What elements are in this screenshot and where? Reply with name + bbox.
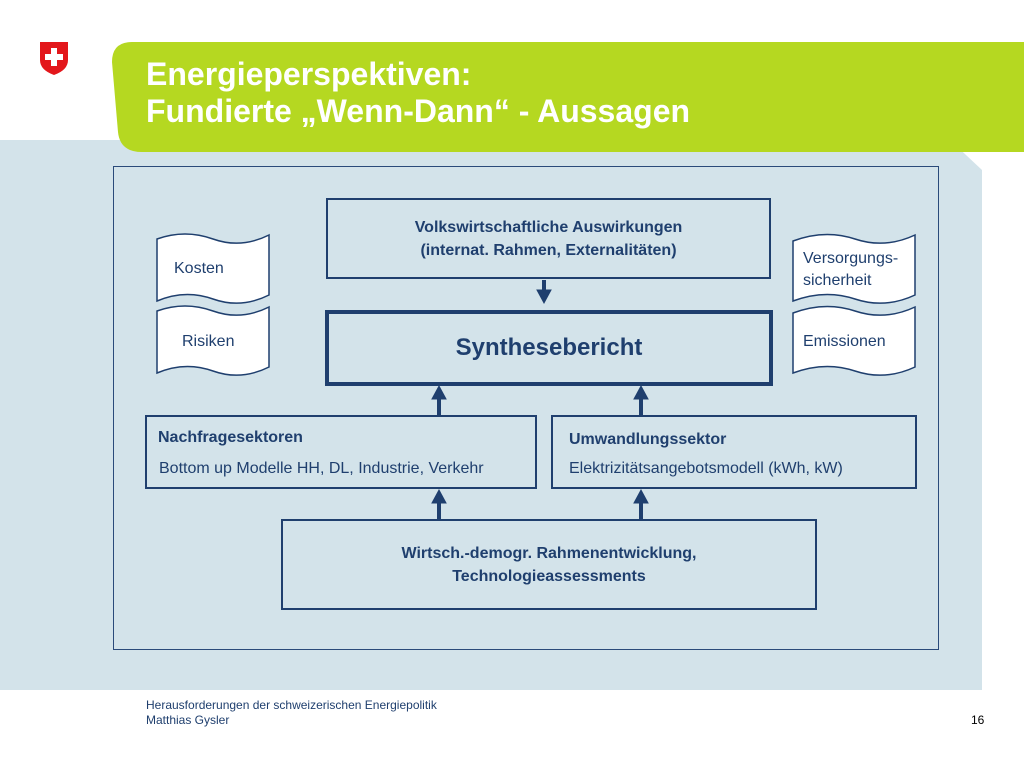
right-document-shapes	[792, 233, 916, 376]
risiken-label: Risiken	[182, 333, 235, 350]
emissionen-document-icon	[792, 305, 916, 376]
left-document-shapes	[156, 233, 270, 376]
versorgung-document-icon	[792, 233, 916, 304]
versorgung-label-line-1: Versorgungs-	[803, 250, 899, 267]
rahmen-line-2: Technologieassessments	[452, 567, 646, 585]
arrow-rahmen-to-umwandlung	[633, 488, 649, 519]
rahmen-box: Wirtsch.-demogr. Rahmenentwicklung, Tech…	[281, 519, 817, 610]
arrow-rahmen-to-nachfrage	[431, 488, 447, 519]
title-line-2: Fundierte „Wenn-Dann“ - Aussagen	[146, 93, 691, 129]
emissionen-label: Emissionen	[803, 333, 886, 350]
nachfrage-box: Nachfragesektoren Bottom up Modelle HH, …	[145, 415, 537, 489]
umwandlung-heading: Umwandlungssektor	[569, 431, 727, 448]
volkswirtschaft-box: Volkswirtschaftliche Auswirkungen (inter…	[326, 198, 771, 279]
arrow-nachfrage-to-synthese	[431, 384, 447, 415]
swiss-flag-logo	[38, 40, 70, 76]
kosten-document-icon	[156, 233, 270, 304]
synthesebericht-label: Synthesebericht	[455, 334, 643, 361]
footer-line-2: Matthias Gysler	[146, 713, 230, 727]
umwandlung-box: Umwandlungssektor Elektrizitätsangebotsm…	[551, 415, 917, 489]
synthesebericht-box: Synthesebericht	[325, 310, 773, 386]
footer: Herausforderungen der schweizerischen En…	[146, 698, 437, 728]
versorgung-label: Versorgungs- sicherheit	[803, 248, 898, 292]
volkswirtschaft-line-2: (internat. Rahmen, Externalitäten)	[420, 241, 677, 259]
nachfrage-heading: Nachfragesektoren	[158, 429, 303, 446]
diagram-frame	[113, 166, 939, 650]
kosten-label: Kosten	[174, 260, 224, 277]
rahmen-line-1: Wirtsch.-demogr. Rahmenentwicklung,	[401, 544, 697, 562]
title-band: Energieperspektiven: Fundierte „Wenn-Dan…	[0, 0, 1024, 160]
risiken-document-icon	[156, 305, 270, 376]
page-number: 16	[971, 713, 985, 727]
footer-line-1: Herausforderungen der schweizerischen En…	[146, 698, 437, 712]
umwandlung-text: Elektrizitätsangebotsmodell (kWh, kW)	[569, 460, 843, 477]
nachfrage-text: Bottom up Modelle HH, DL, Industrie, Ver…	[159, 460, 484, 477]
title-line-1: Energieperspektiven:	[146, 56, 472, 92]
versorgung-label-line-2: sicherheit	[803, 272, 872, 289]
arrow-umwandlung-to-synthese	[633, 384, 649, 415]
arrow-vw-to-synthese	[536, 280, 552, 305]
volkswirtschaft-line-1: Volkswirtschaftliche Auswirkungen	[414, 218, 683, 236]
slide-title: Energieperspektiven: Fundierte „Wenn-Dan…	[146, 56, 690, 130]
